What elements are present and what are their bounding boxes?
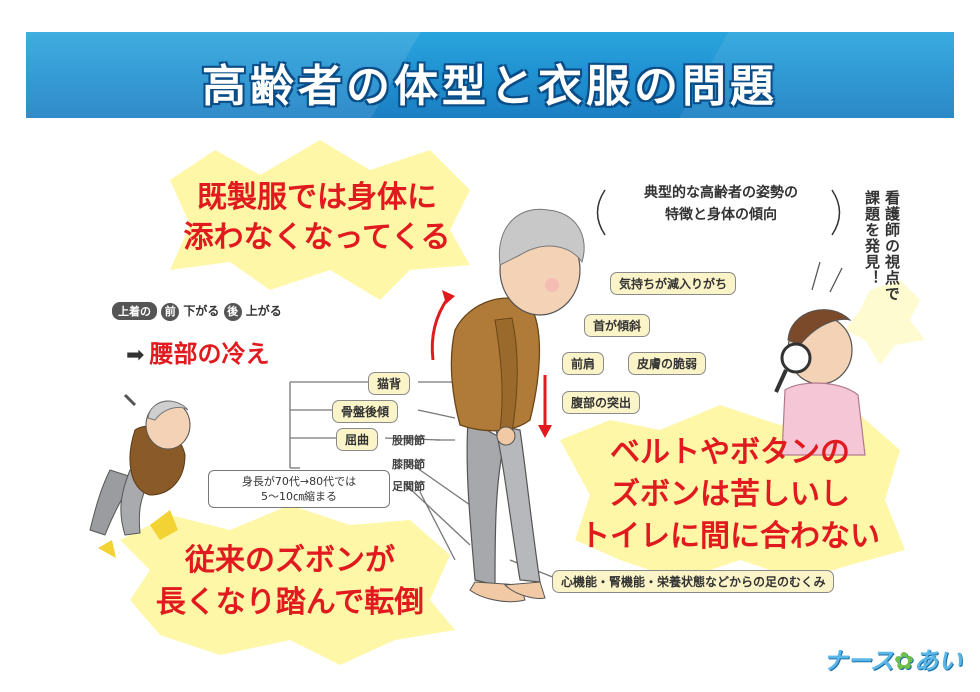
posture-tag-neck: 首が傾斜 [584,314,651,337]
posture-tag-shoulder: 前肩 [562,352,605,375]
jacket-back-badge: 後 [223,303,242,321]
waist-cold: ➡ 腰部の冷え [126,334,270,369]
callout-bottom-line2: 長くなり踏んで転倒 [155,585,425,620]
logo-left: ナース [823,647,894,675]
title-banner: 高齢者の体型と衣服の問題 [26,32,954,118]
height-note: 身長が70代→80代では 5～10㎝縮まる [208,470,390,508]
jacket-front-text: 下がる [183,304,220,318]
callout-right-line3: トイレに間に合わない [580,519,880,554]
callout-right-line2: ズボンは苦しいし [610,477,850,512]
posture-tag-skin: 皮膚の脆弱 [628,352,707,375]
leg-note: 心機能・腎機能・栄養状態などからの足のむくみ [552,570,835,593]
callout-top-line2: 添わなくなってくる [183,220,451,255]
arrow-right-icon: ➡ [126,343,145,368]
elderly-person-figure [450,208,585,603]
posture-heading-line2: 特徴と身体の傾向 [665,207,777,223]
posture-heading: 典型的な高齢者の姿勢の 特徴と身体の傾向 [612,182,830,226]
nurse-note-line1: 看護師の視点で [883,190,901,302]
burst-top [170,140,470,300]
nurse-note: 看護師の視点で 課題を発見！ [862,190,902,320]
arrow-up [430,297,450,361]
jacket-pill: 上着の [112,302,157,320]
jacket-front-badge: 前 [161,303,180,321]
body-tag-hunchback: 猫背 [368,372,411,395]
burst-bottom [120,505,455,665]
callout-right: ベルトやボタンの ズボンは苦しいし トイレに間に合わない [570,432,890,558]
logo-right: あい [914,647,962,675]
jacket-note: 上着の 前 下がる 後 上がる [112,302,282,321]
jacket-back-text: 上がる [245,304,282,318]
callout-right-line1: ベルトやボタンの [610,435,850,470]
body-tag-flexion: 屈曲 [336,428,379,451]
nurse-figure [774,309,866,456]
page-title: 高齢者の体型と衣服の問題 [202,61,778,112]
callout-top-line1: 既製服では身体に [197,180,437,215]
height-note-line2: 5～10㎝縮まる [261,490,337,503]
callout-top: 既製服では身体に 添わなくなってくる [182,178,452,258]
height-note-line1: 身長が70代→80代では [241,475,357,488]
joint-ankle: 足関節 [392,480,425,493]
burst-nurse [845,280,925,365]
callout-bottom: 従来のズボンが 長くなり踏んで転倒 [140,540,440,624]
joint-hip: 股関節 [392,434,425,447]
clover-icon: ✿ [893,647,914,675]
nurse-note-line2: 課題を発見！ [863,190,881,286]
joint-knee: 膝関節 [392,458,425,471]
logo: ナース✿あい [823,641,962,676]
callout-bottom-line1: 従来のズボンが [185,543,395,578]
posture-heading-line1: 典型的な高齢者の姿勢の [644,185,798,201]
falling-person-figure [89,393,191,558]
posture-tag-mood: 気持ちが減入りがち [610,272,737,295]
posture-tag-abdomen: 腹部の突出 [562,391,641,414]
body-tag-pelvis: 骨盤後傾 [332,400,399,423]
waist-cold-text: 腰部の冷え [149,340,270,368]
